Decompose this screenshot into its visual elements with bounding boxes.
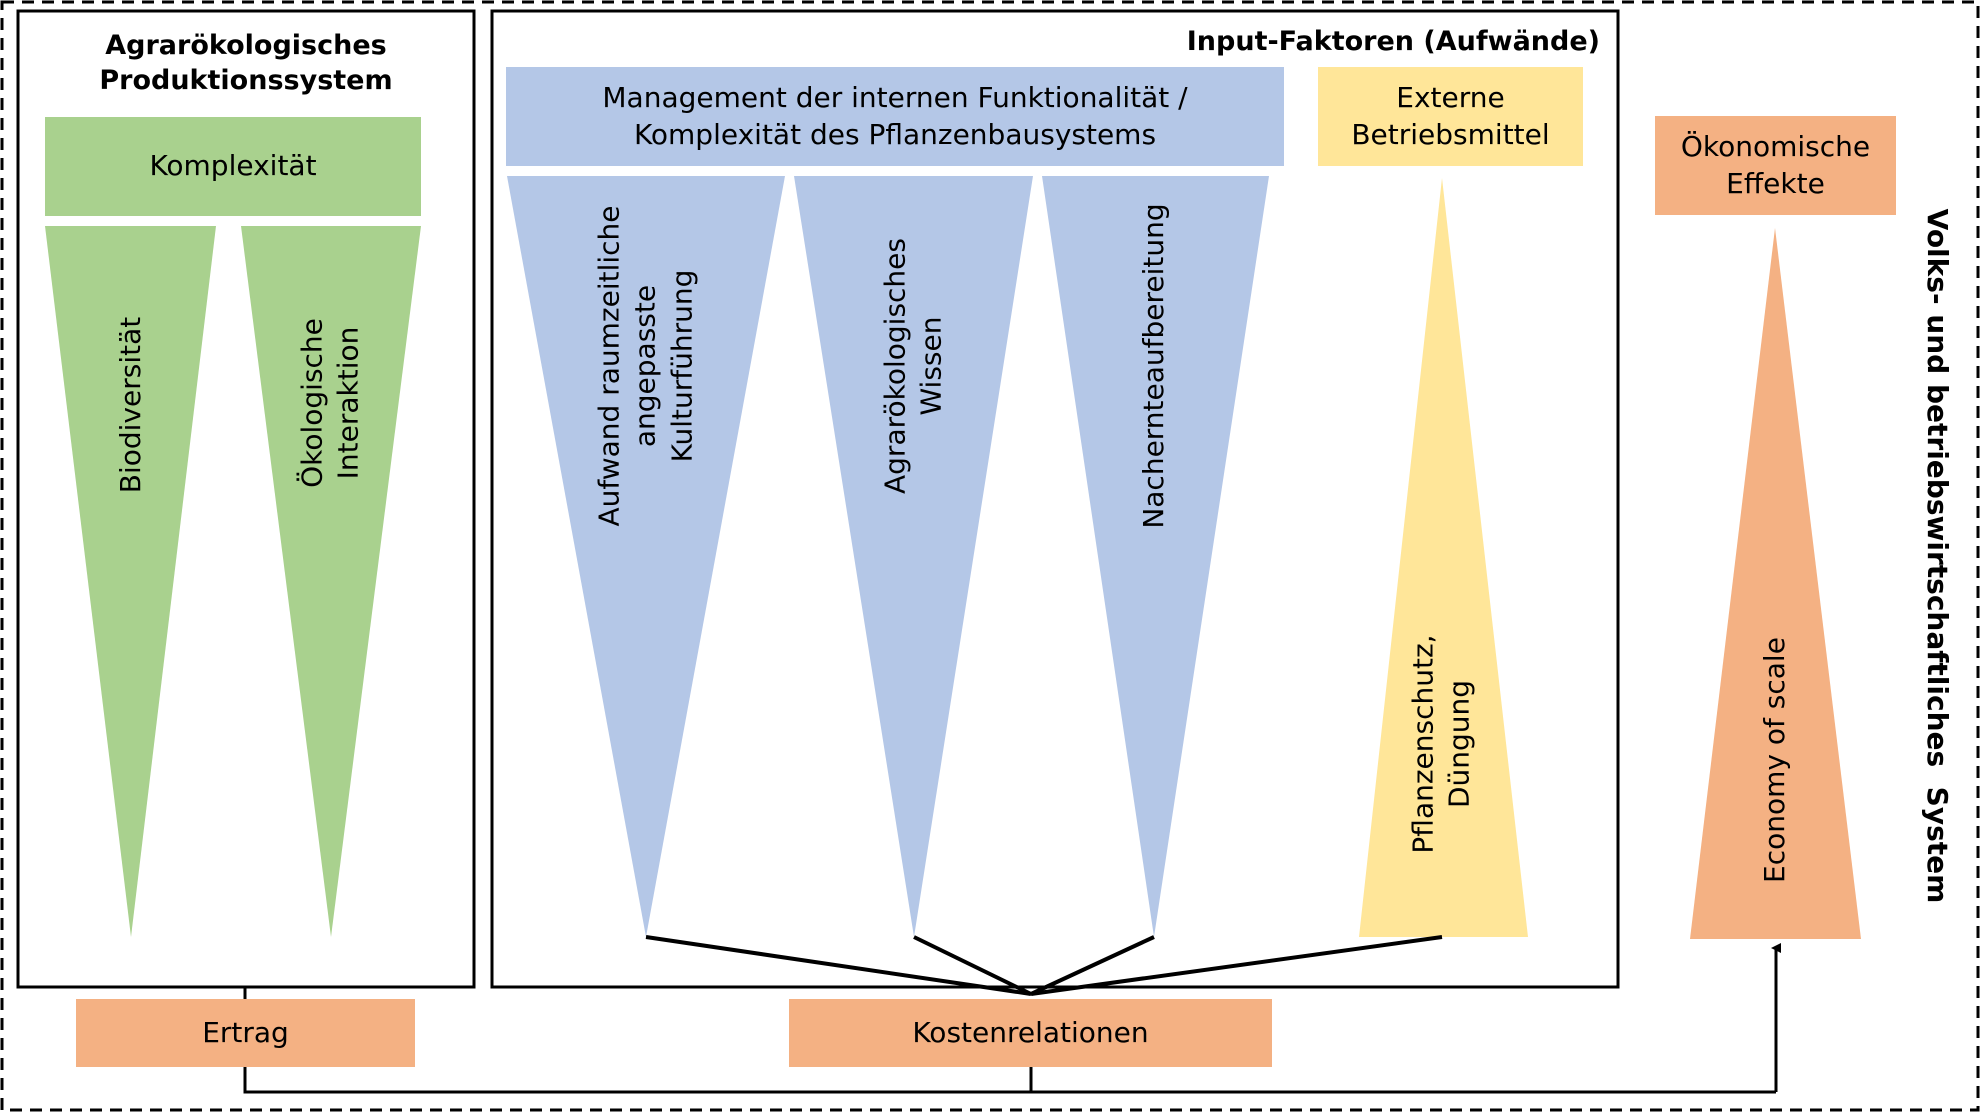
komplexitaet-label: Komplexität — [149, 149, 317, 183]
ertrag-box — [76, 999, 415, 1067]
biodiversity-triangle — [45, 226, 216, 937]
input-factors-frame — [490, 9, 1620, 989]
ertrag-label: Ertrag — [202, 1015, 289, 1049]
kostenrelationen-label: Kostenrelationen — [912, 1015, 1149, 1049]
economy-of-scale-triangle — [1690, 228, 1861, 939]
management-header-line1: Management der internen Funktionalität / — [602, 81, 1188, 115]
cost-connectors — [645, 935, 1443, 996]
cultivation-line2: angepasste — [628, 284, 662, 448]
connector-external — [1030, 935, 1443, 996]
production-title-line2: Produktionssystem — [99, 65, 393, 96]
management-header-line2: Komplexität des Pflanzenbausystems — [633, 117, 1157, 151]
cultivation-line3: Kulturführung — [665, 269, 699, 463]
crop-protection-line2: Düngung — [1443, 679, 1476, 809]
economic-system-label-text: Volks- und betriebswirtschaftliches Syst… — [1921, 208, 1955, 904]
agroecological-knowledge-triangle — [794, 176, 1033, 937]
cultivation-effort-triangle — [507, 176, 785, 937]
external-header-line1: Externe — [1396, 81, 1505, 115]
external-header-line2: Betriebsmittel — [1351, 117, 1550, 151]
ecological-interaction-triangle — [241, 226, 421, 937]
komplexitaet-box — [45, 117, 421, 216]
connector-cultivation — [645, 935, 1032, 996]
economic-effects-line2: Effekte — [1726, 166, 1825, 200]
crop-protection-label: Pflanzenschutz, Düngung — [1406, 634, 1479, 853]
connector-post-harvest — [1030, 935, 1155, 996]
input-factors-title: Input-Faktoren (Aufwände) — [1186, 26, 1600, 58]
ecological-interaction-label: Ökologische Interaktion — [295, 318, 368, 488]
cultivation-effort-label: Aufwand raumzeitliche angepasste Kulturf… — [591, 205, 700, 526]
management-header-label: Management der internen Funktionalität /… — [506, 67, 1284, 166]
ertrag-to-economy-line — [243, 1067, 1776, 1094]
post-harvest-triangle — [1042, 176, 1269, 937]
connector-knowledge — [913, 935, 1032, 996]
ecological-interaction-line2: Interaktion — [332, 326, 365, 480]
knowledge-line1: Agrarökologisches — [878, 238, 912, 494]
external-inputs-header-box — [1318, 67, 1583, 166]
biodiversity-label: Biodiversität — [113, 317, 149, 493]
economic-effects-label: Ökonomische Effekte — [1655, 116, 1896, 215]
economy-of-scale-label: Economy of scale — [1757, 637, 1793, 883]
crop-protection-fertilization-triangle — [1359, 178, 1528, 937]
economic-effects-box — [1655, 116, 1896, 215]
crop-protection-line1: Pflanzenschutz, — [1406, 634, 1440, 854]
cultivation-line1: Aufwand raumzeitliche — [592, 205, 626, 527]
kostenrelationen-box — [789, 999, 1272, 1067]
biodiversity-line1: Biodiversität — [113, 316, 147, 494]
production-system-title: Agrarökologisches Produktionssystem — [18, 18, 474, 108]
flow-lines — [243, 943, 1781, 1094]
production-title-line1: Agrarökologisches — [105, 29, 387, 61]
economic-system-label: Volks- und betriebswirtschaftliches Syst… — [1919, 209, 1955, 904]
agroecological-knowledge-label: Agrarökologisches Wissen — [878, 238, 951, 494]
knowledge-line2: Wissen — [915, 316, 948, 416]
economy-of-scale-line1: Economy of scale — [1757, 637, 1791, 883]
external-inputs-label: Externe Betriebsmittel — [1318, 67, 1583, 166]
post-harvest-line1: Nachernteaufbereitung — [1136, 203, 1170, 529]
ecological-interaction-line1: Ökologische — [295, 318, 329, 488]
post-harvest-label: Nachernteaufbereitung — [1136, 203, 1172, 528]
management-header-box — [506, 67, 1284, 166]
economic-effects-line1: Ökonomische — [1680, 130, 1871, 164]
